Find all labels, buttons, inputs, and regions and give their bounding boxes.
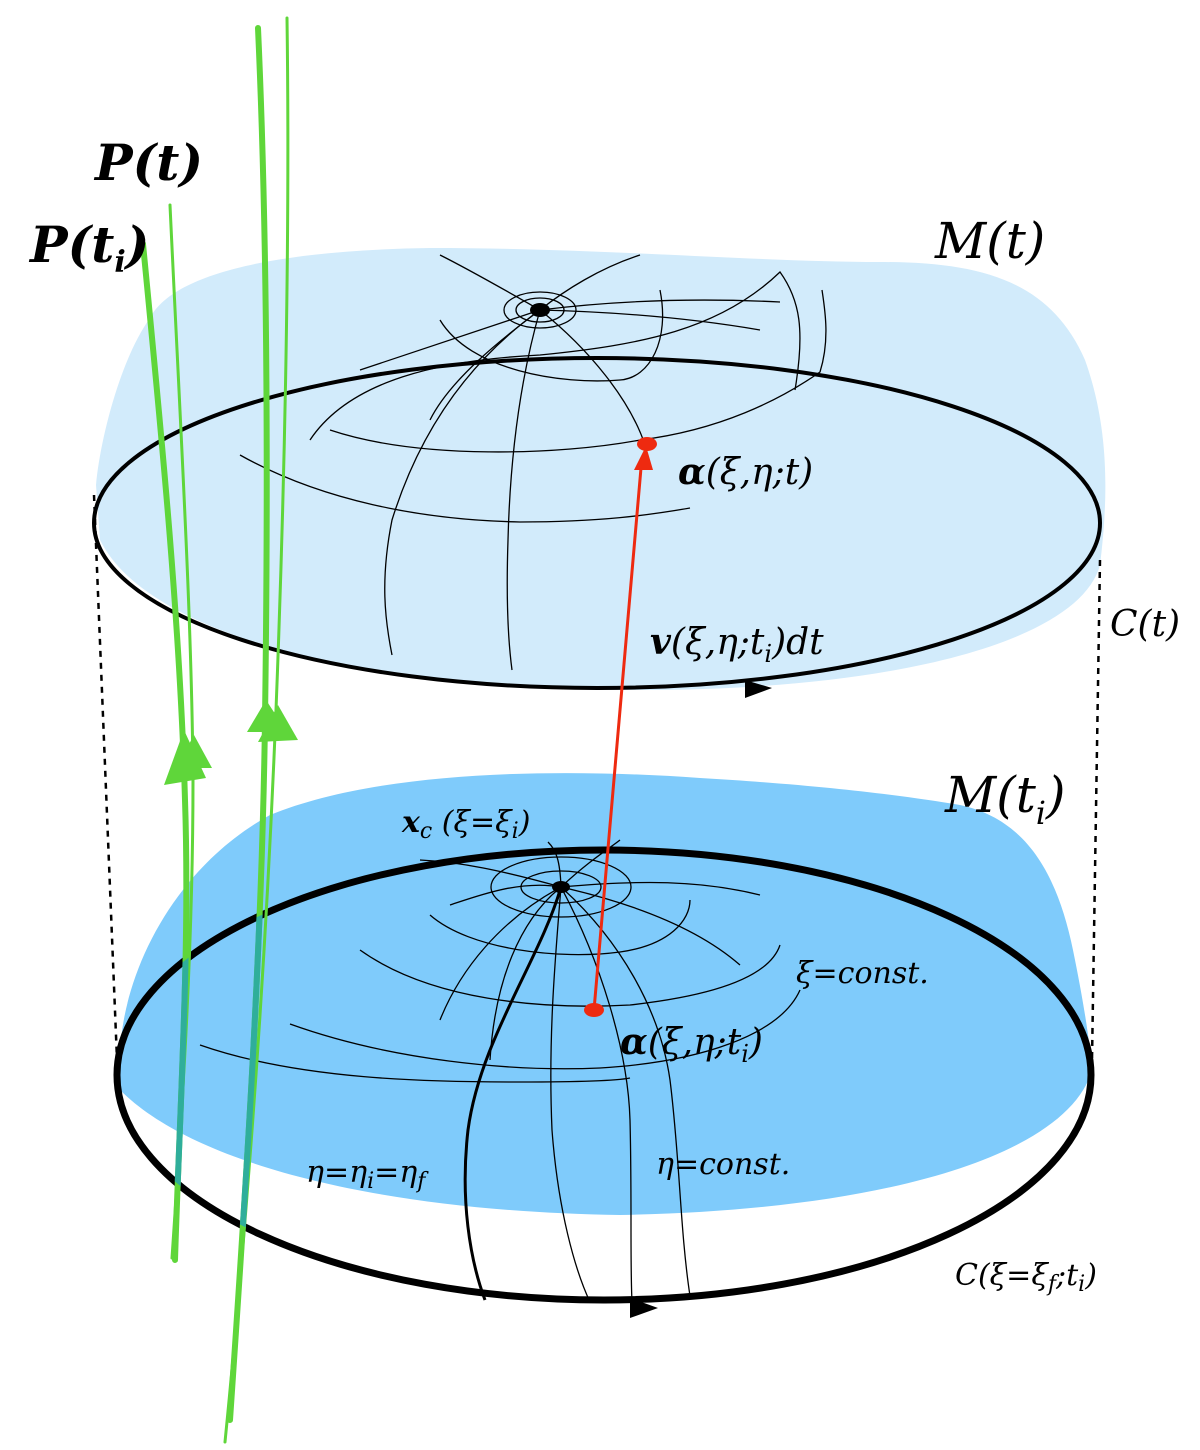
bottom-eta-line-10	[560, 839, 621, 888]
label-eta-ii: η=ηi=ηf	[306, 1155, 429, 1194]
flow-arrow-icon-4	[258, 705, 298, 742]
top-eta-line-6	[359, 309, 541, 371]
top-eta-line-2	[506, 309, 541, 671]
bottom-eta-line-3	[560, 886, 691, 1297]
top-eta-line-5	[539, 309, 761, 331]
bottom-xi-curve-1	[429, 899, 691, 956]
top-grid	[239, 254, 827, 671]
label-P-ti: P(ti)	[28, 215, 149, 280]
bottom-xi-curve-2	[359, 944, 781, 1007]
bottom-boundary-curve	[113, 846, 1095, 1304]
cylinder-right-dashes	[1090, 559, 1102, 1061]
top-center-ring-inner	[515, 297, 565, 323]
trajectory-submerged	[140, 850, 270, 1300]
top-center-ring-outer	[503, 291, 577, 329]
top-center-point-icon	[530, 303, 550, 317]
bottom-eta-line-9	[449, 884, 562, 906]
top-eta-line-1	[384, 309, 541, 656]
label-P-t: P(t)	[93, 133, 203, 192]
label-C-xi: C(ξ=ξf;ti)	[955, 1258, 1097, 1297]
label-xi-const: ξ=const.	[796, 956, 929, 991]
top-eta-line-3	[539, 309, 646, 446]
top-orientation-arrow-icon	[745, 680, 772, 698]
bottom-orientation-arrow-icon	[630, 1298, 658, 1318]
bottom-eta-line-6	[560, 881, 761, 896]
bottom-eta-line-11	[547, 841, 562, 888]
bottom-eta-line-5	[489, 886, 562, 1061]
label-alpha-t: α(ξ,η;t)	[678, 451, 813, 493]
top-xi-curve-2	[309, 271, 801, 441]
label-C-t: C(t)	[1110, 604, 1180, 645]
label-M-t: M(t)	[934, 212, 1045, 270]
bottom-eta-line-1	[550, 886, 591, 1303]
bottom-eta-line-4	[439, 886, 562, 1021]
bottom-center-point-icon	[552, 881, 570, 893]
top-eta-line-8	[439, 254, 541, 311]
bottom-center-ring-outer	[490, 856, 632, 918]
top-eta-line-4	[539, 299, 781, 311]
transport-vector-arrow-icon	[634, 446, 653, 470]
label-velocity: v(ξ,η;ti)dt	[650, 621, 824, 668]
bottom-center-ring-inner	[520, 870, 602, 904]
alpha-t-point-icon	[637, 437, 657, 451]
label-M-ti: M(ti)	[944, 766, 1066, 832]
trajectory-inner-1-submerged	[227, 850, 270, 1300]
top-xi-curve-1	[439, 289, 664, 382]
bottom-xi-curve-4	[199, 1044, 631, 1083]
cylinder-left-dashes	[92, 494, 119, 1061]
bottom-eta-line-7	[560, 886, 741, 966]
surface-top	[96, 248, 1106, 690]
alpha-ti-point-icon	[584, 1003, 604, 1017]
top-xi-curve-4	[239, 454, 691, 523]
label-xc: xc (ξ=ξi)	[401, 805, 530, 844]
bottom-xi-curve-3	[289, 989, 801, 1070]
top-eta-line-9	[539, 254, 641, 311]
label-alpha-ti: α(ξ,η;ti)	[620, 1021, 763, 1068]
transport-vector	[592, 467, 643, 1011]
label-eta-const: η=const.	[656, 1147, 790, 1182]
bottom-eta-line-2	[560, 886, 633, 1303]
bottom-grid	[199, 839, 801, 1303]
bottom-eta-thick	[463, 886, 563, 1301]
top-xi-curve-3	[329, 289, 827, 453]
trajectory-p-ti-submerged	[140, 850, 190, 1263]
flow-arrow-icon-2	[176, 735, 212, 768]
